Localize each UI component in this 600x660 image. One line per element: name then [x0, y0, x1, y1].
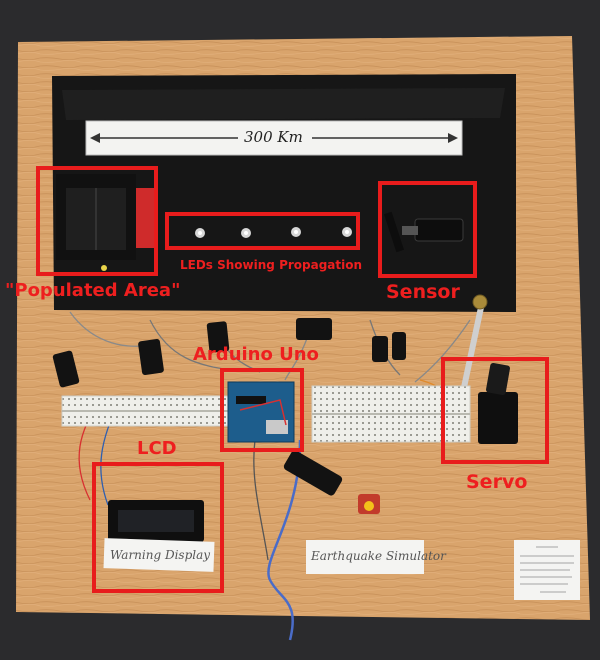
warning-display-paper	[103, 538, 215, 572]
populated-area-red-side	[136, 188, 154, 248]
servo-motor	[478, 362, 518, 444]
servo-pole	[460, 300, 486, 390]
box-lcd	[92, 462, 224, 593]
earthquake-simulator-paper	[306, 540, 424, 574]
scale-label: 300 Km	[244, 128, 303, 146]
label-populated-area: "Populated Area"	[5, 280, 181, 301]
lcd-display	[108, 500, 204, 542]
cable-clips	[52, 318, 406, 496]
group-members-card-text	[520, 546, 574, 593]
sensor-device	[384, 211, 464, 253]
note-earthquake-simulator: Earthquake Simulator	[311, 549, 446, 563]
box-leds	[165, 212, 360, 250]
earthquake-button	[364, 501, 374, 511]
label-sensor: Sensor	[386, 281, 460, 303]
label-lcd: LCD	[137, 438, 177, 459]
note-warning-display: Warning Display	[110, 548, 211, 562]
box-populated-area	[36, 166, 158, 276]
annotation-boxes	[36, 166, 549, 593]
label-leds: LEDs Showing Propagation	[180, 258, 363, 272]
label-arduino: Arduino Uno	[193, 344, 319, 365]
label-servo: Servo	[466, 471, 528, 493]
led-row	[195, 227, 352, 238]
arduino-board	[227, 381, 295, 443]
box-servo	[441, 357, 549, 464]
box-sensor	[378, 181, 477, 278]
box-arduino	[220, 368, 304, 452]
loose-wires	[69, 311, 471, 641]
